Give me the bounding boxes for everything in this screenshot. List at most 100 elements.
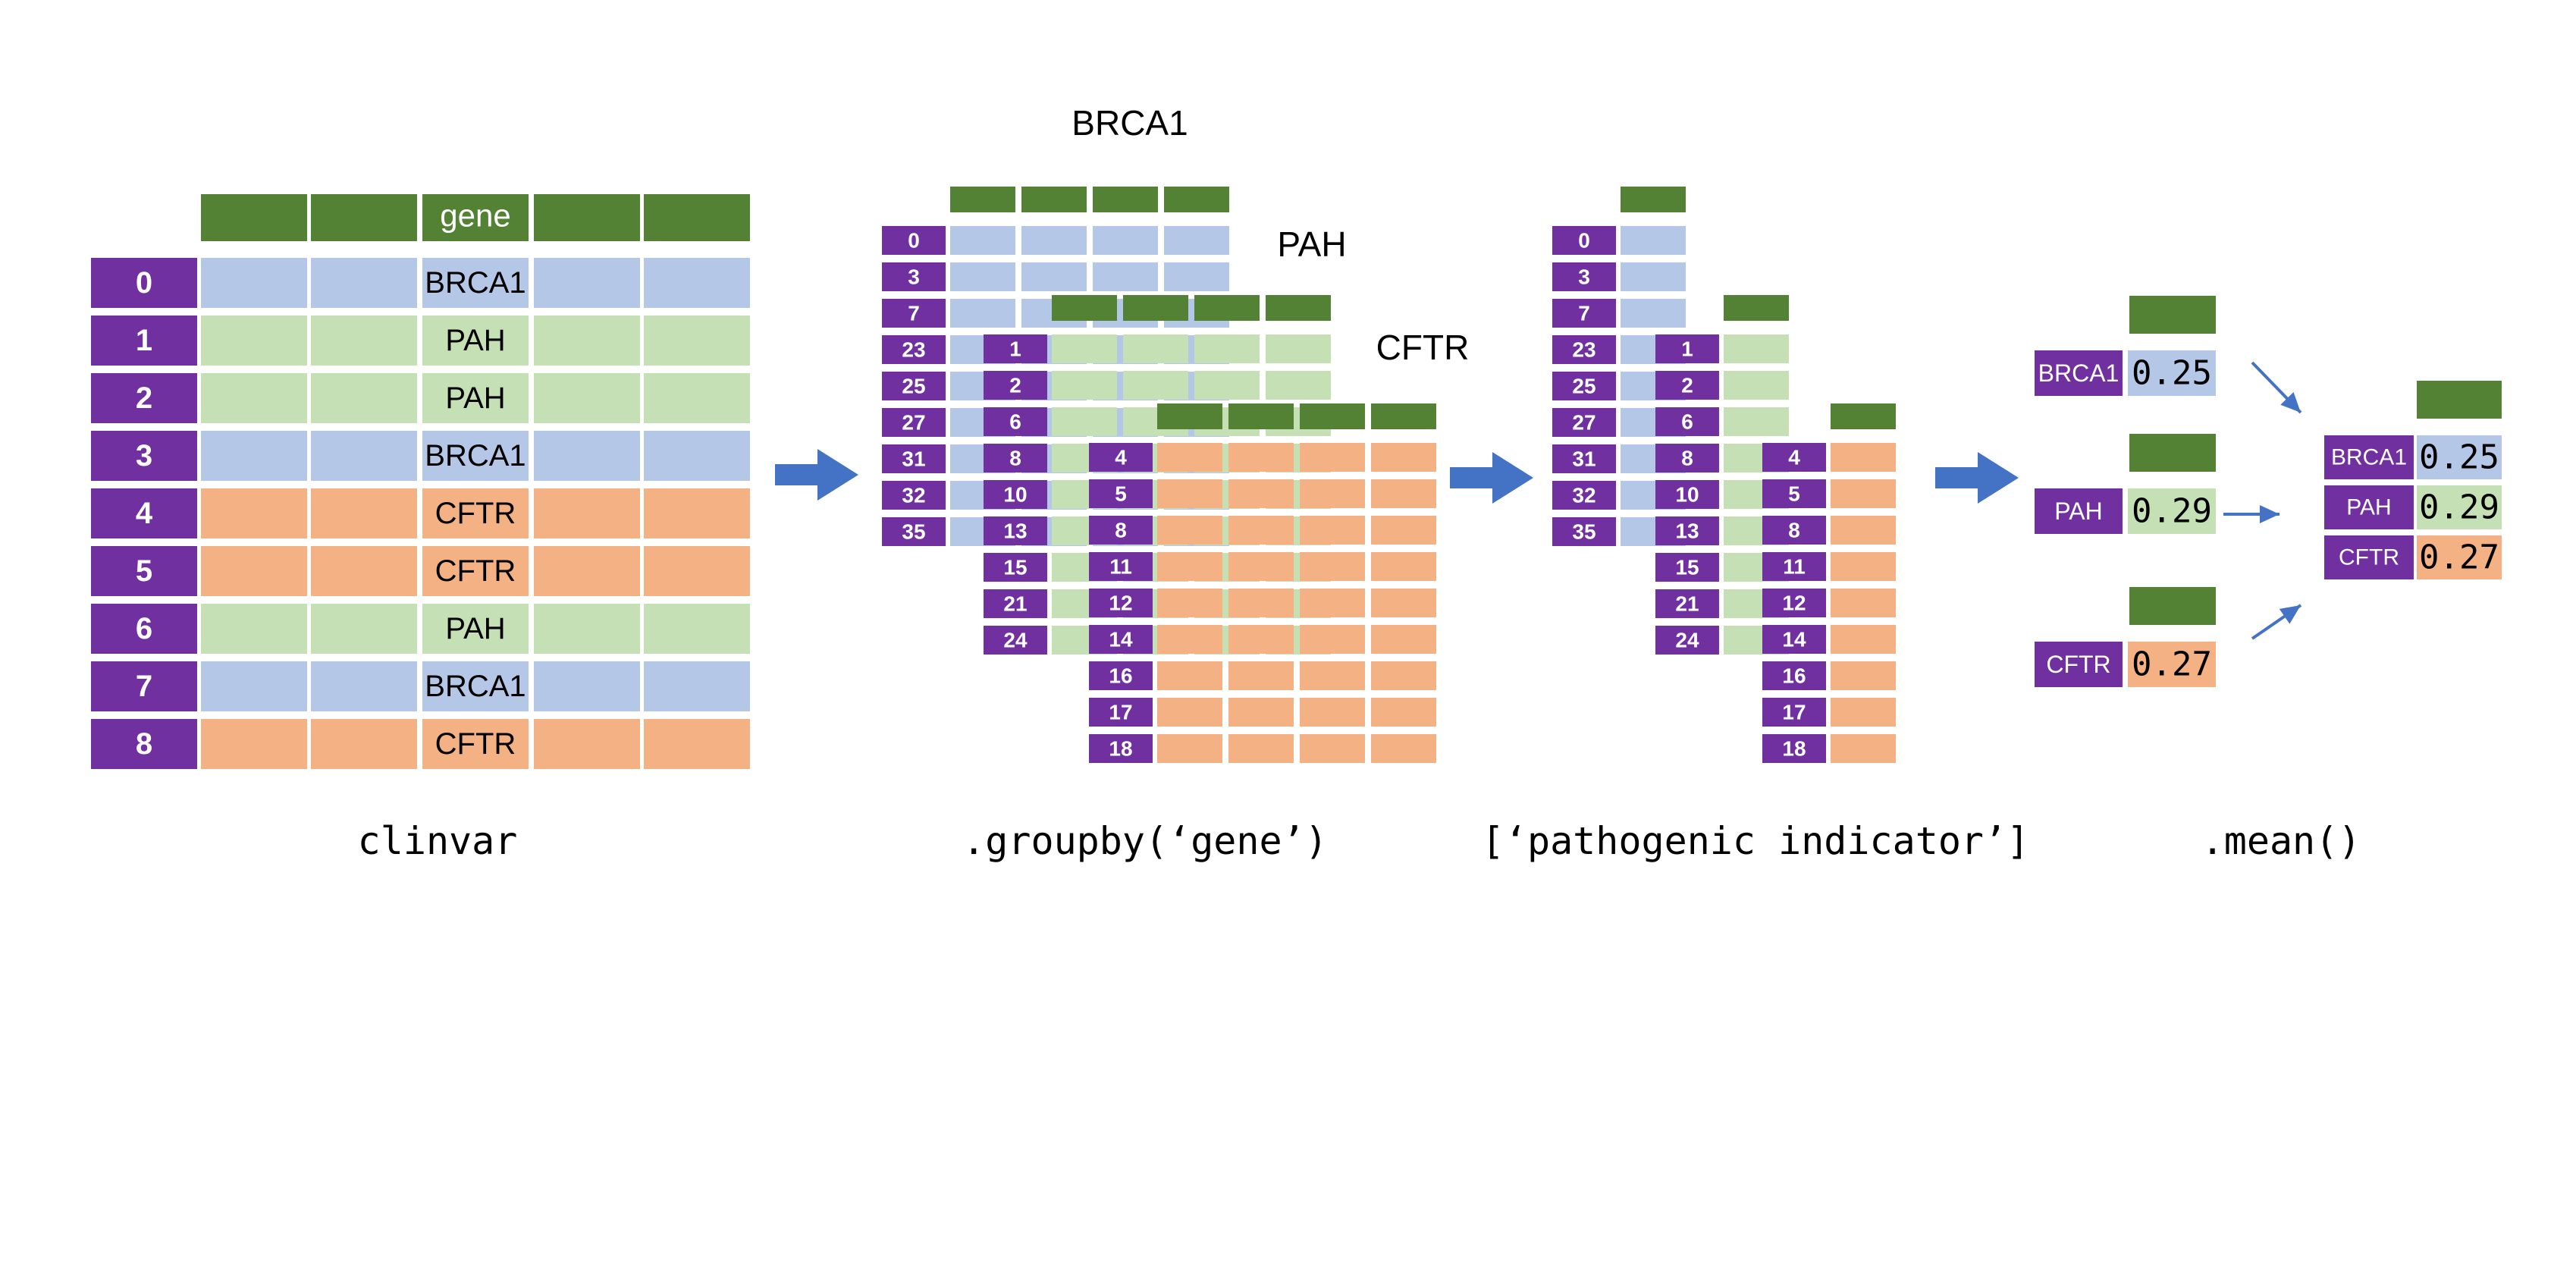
group-header-cell bbox=[1021, 187, 1087, 212]
row-cell bbox=[422, 258, 529, 308]
header-cell bbox=[422, 194, 529, 241]
group-value-cell bbox=[1300, 479, 1365, 508]
group-value-cell bbox=[1093, 226, 1158, 255]
group-index-cell bbox=[984, 589, 1047, 618]
row-index: 0 bbox=[136, 266, 152, 300]
row-gene: CFTR bbox=[435, 727, 516, 761]
row-cell bbox=[534, 373, 640, 423]
group-index: 13 bbox=[1675, 520, 1699, 543]
group-value-cell bbox=[1266, 371, 1331, 400]
row-cell bbox=[644, 546, 750, 596]
result-value-cell bbox=[2128, 350, 2216, 396]
group-index: 18 bbox=[1109, 737, 1132, 761]
group-index: 16 bbox=[1782, 664, 1806, 688]
group-header-cell bbox=[1300, 403, 1365, 429]
pointer-arrow-icon-head bbox=[2279, 605, 2301, 624]
group-value-cell bbox=[1228, 589, 1294, 617]
group-header-cell bbox=[1228, 403, 1294, 429]
group-value-cell bbox=[1724, 407, 1789, 436]
group-index: 12 bbox=[1782, 592, 1806, 615]
result-gene: PAH bbox=[2054, 498, 2102, 525]
group-header-cell bbox=[950, 187, 1015, 212]
group-index: 2 bbox=[1009, 374, 1021, 397]
row-cell bbox=[201, 488, 307, 538]
group-index: 11 bbox=[1109, 555, 1132, 579]
group-index-cell bbox=[1655, 371, 1719, 400]
row-cell bbox=[644, 488, 750, 538]
group-index: 0 bbox=[908, 229, 920, 253]
row-cell bbox=[311, 316, 417, 366]
group-value-cell bbox=[1266, 334, 1331, 363]
group-index: 25 bbox=[902, 375, 925, 398]
group-index: 32 bbox=[1572, 484, 1595, 507]
row-cell bbox=[534, 316, 640, 366]
group-value-cell bbox=[1371, 734, 1436, 763]
group-index-cell bbox=[1762, 479, 1826, 508]
group-index: 18 bbox=[1782, 737, 1806, 761]
group-label-pah: PAH bbox=[1277, 224, 1346, 264]
row-index-cell bbox=[91, 258, 197, 308]
series-gene: CFTR bbox=[2339, 545, 2399, 570]
result-gene-cell bbox=[2035, 488, 2123, 534]
series-value: 0.29 bbox=[2419, 488, 2499, 527]
group-index: 24 bbox=[1003, 629, 1028, 652]
group-index-cell bbox=[984, 444, 1047, 472]
group-value-cell bbox=[1371, 443, 1436, 472]
group-value-cell bbox=[1157, 516, 1222, 545]
group-index-cell bbox=[1762, 698, 1826, 727]
group-index: 1 bbox=[1009, 337, 1021, 361]
group-index-cell bbox=[1089, 661, 1153, 690]
group-value-cell bbox=[1831, 443, 1896, 472]
group-index-cell bbox=[1089, 479, 1153, 508]
row-cell bbox=[644, 431, 750, 481]
row-cell bbox=[201, 373, 307, 423]
row-index: 1 bbox=[136, 324, 152, 357]
group-value-cell bbox=[1157, 734, 1222, 763]
group-value-cell bbox=[1300, 552, 1365, 581]
result-gene: CFTR bbox=[2046, 651, 2110, 678]
row-cell bbox=[534, 488, 640, 538]
grouped-tables: 0372325273132351268101315212445811121416… bbox=[882, 103, 1469, 763]
group-value-cell bbox=[1831, 479, 1896, 508]
group-value-cell bbox=[1831, 661, 1896, 690]
row-cell bbox=[201, 258, 307, 308]
group-index: 17 bbox=[1782, 701, 1806, 724]
group-index-cell bbox=[1655, 480, 1719, 509]
group-value-cell bbox=[1052, 334, 1117, 363]
group-value-cell bbox=[1228, 479, 1294, 508]
series-gene: PAH bbox=[2346, 495, 2391, 520]
header-cell bbox=[201, 194, 307, 241]
row-cell bbox=[422, 373, 529, 423]
row-gene: CFTR bbox=[435, 554, 516, 588]
group-value-cell bbox=[1300, 661, 1365, 690]
group-index: 15 bbox=[1003, 556, 1027, 579]
group-index-cell bbox=[984, 516, 1047, 545]
row-index-cell bbox=[91, 316, 197, 366]
group-index: 27 bbox=[1572, 411, 1595, 435]
group-index: 16 bbox=[1109, 664, 1132, 688]
group-index: 23 bbox=[1572, 338, 1595, 362]
row-index: 7 bbox=[136, 670, 152, 703]
group-index: 31 bbox=[1572, 447, 1595, 471]
row-index: 5 bbox=[136, 554, 152, 588]
group-index-cell bbox=[882, 262, 946, 291]
group-header-cell bbox=[1831, 403, 1896, 429]
group-header-cell bbox=[1052, 295, 1117, 321]
group-value-cell bbox=[1831, 625, 1896, 654]
series-gene-cell bbox=[2324, 485, 2414, 529]
row-gene: CFTR bbox=[435, 497, 516, 530]
group-value-cell bbox=[1300, 443, 1365, 472]
group-index: 14 bbox=[1109, 628, 1133, 651]
header-cell bbox=[534, 194, 640, 241]
group-index: 2 bbox=[1681, 374, 1693, 397]
groupby-caption: .groupby(‘gene’) bbox=[962, 819, 1328, 863]
row-cell bbox=[311, 258, 417, 308]
group-value-cell bbox=[1300, 516, 1365, 545]
group-index: 0 bbox=[1578, 229, 1590, 253]
row-cell bbox=[534, 719, 640, 769]
